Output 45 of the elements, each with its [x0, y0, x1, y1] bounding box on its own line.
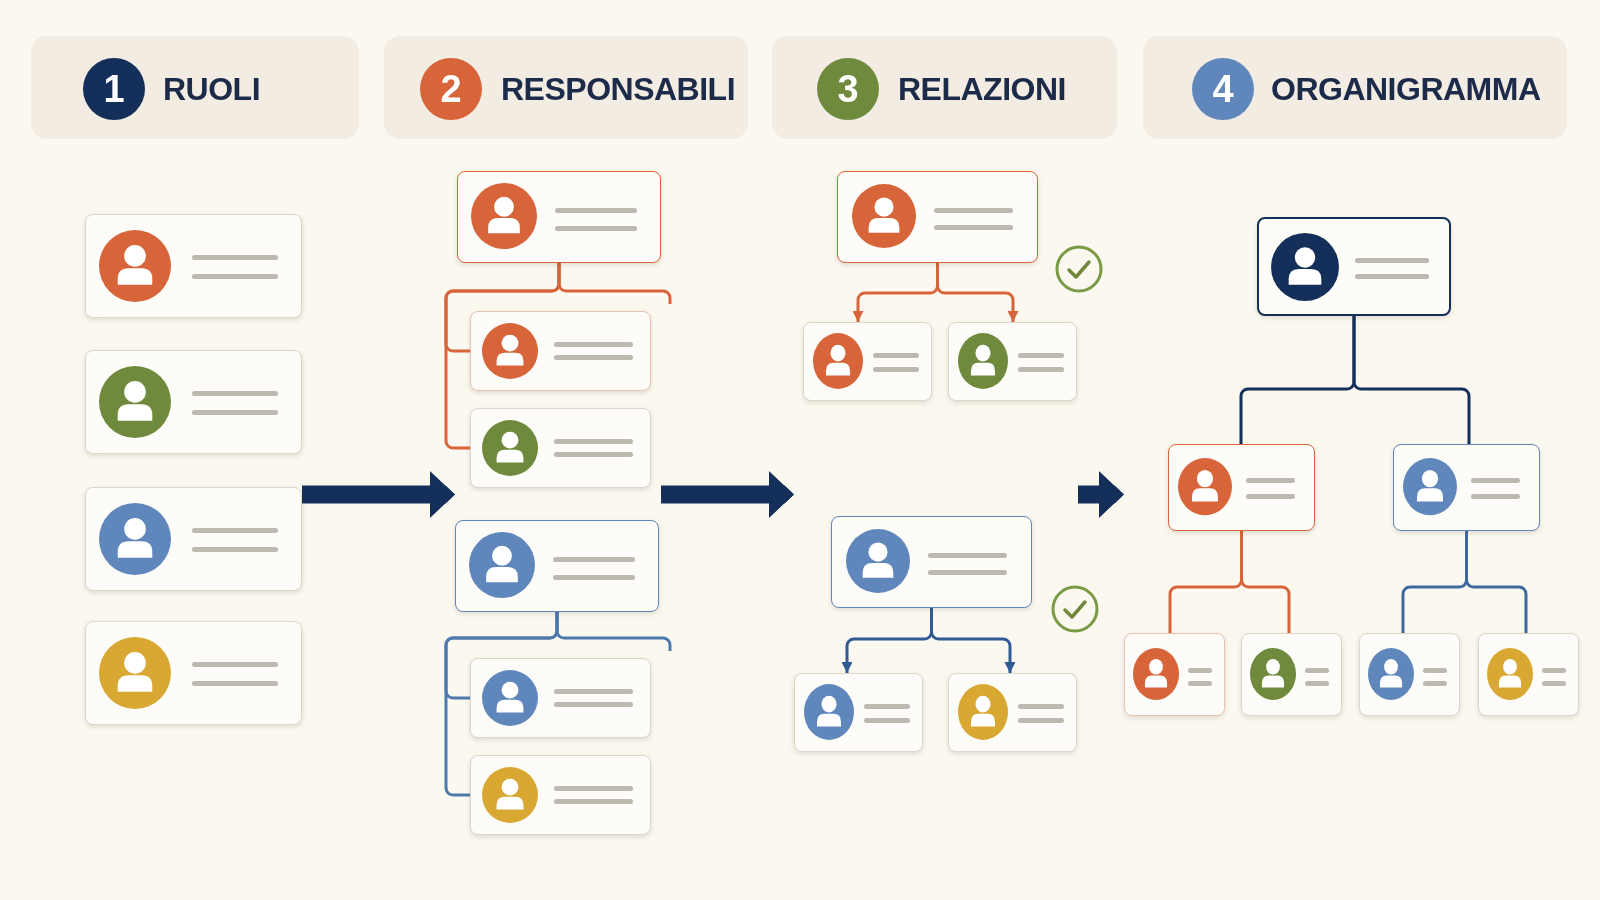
connector-line — [1352, 316, 1471, 444]
profile-card — [457, 171, 661, 263]
step-number: 3 — [817, 58, 879, 120]
step-number: 2 — [420, 58, 482, 120]
connector-line — [1240, 531, 1291, 633]
step-title: RELAZIONI — [898, 73, 1066, 105]
profile-card — [470, 311, 651, 391]
profile-card — [948, 673, 1077, 752]
profile-card — [794, 673, 923, 752]
profile-card — [85, 487, 302, 591]
profile-card — [948, 322, 1077, 401]
step-title: RUOLI — [163, 73, 261, 105]
connector-line — [1465, 531, 1528, 633]
step-number: 1 — [83, 58, 145, 120]
profile-card — [1168, 444, 1315, 531]
arrow — [930, 608, 1016, 673]
step-header — [31, 36, 359, 139]
profile-card — [470, 755, 651, 835]
profile-card — [1478, 633, 1579, 716]
step-header — [772, 36, 1117, 139]
profile-card — [470, 408, 651, 488]
arrow — [302, 471, 455, 518]
profile-card — [85, 350, 302, 454]
arrow — [661, 471, 794, 518]
step-header — [1143, 36, 1567, 139]
profile-card — [1359, 633, 1460, 716]
step-header — [384, 36, 748, 139]
arrow — [936, 263, 1019, 322]
profile-card — [1393, 444, 1540, 531]
step-number: 4 — [1192, 58, 1254, 120]
step-title: RESPONSABILI — [501, 73, 736, 105]
step-title: ORGANIGRAMMA — [1271, 73, 1541, 105]
connector-line — [557, 263, 672, 304]
profile-card — [1241, 633, 1342, 716]
profile-card — [1257, 217, 1451, 316]
profile-card — [831, 516, 1032, 608]
connector-line — [555, 612, 672, 651]
profile-card — [1124, 633, 1225, 716]
profile-card — [837, 171, 1038, 263]
profile-card — [455, 520, 659, 612]
profile-card — [85, 621, 302, 725]
profile-card — [470, 658, 651, 738]
profile-card — [85, 214, 302, 318]
arrow — [1078, 471, 1124, 518]
profile-card — [803, 322, 932, 401]
